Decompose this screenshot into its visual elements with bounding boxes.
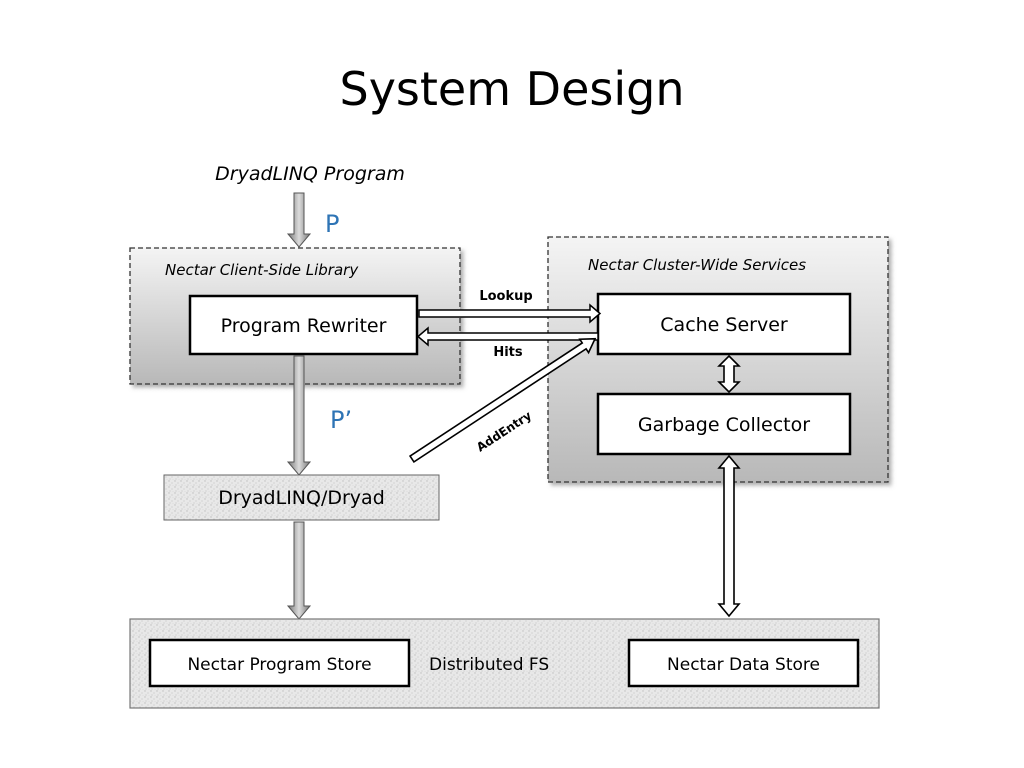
arrow-addentry bbox=[408, 337, 597, 464]
program-rewriter-box bbox=[188, 294, 419, 356]
cache-server-box bbox=[596, 292, 852, 356]
arrow-hits bbox=[416, 326, 599, 347]
dryad-label: DryadLINQ/Dryad bbox=[218, 487, 385, 509]
arrow-dryad-to-storage bbox=[286, 521, 312, 620]
garbage-collector-label: Garbage Collector bbox=[638, 414, 810, 436]
cache-server-label: Cache Server bbox=[660, 314, 788, 336]
dryad-box bbox=[163, 474, 440, 521]
program-store-label: Nectar Program Store bbox=[187, 655, 371, 675]
p-label: P bbox=[325, 210, 339, 238]
garbage-collector-box bbox=[596, 392, 852, 456]
program-store-box bbox=[148, 638, 411, 688]
client-library-title: Nectar Client-Side Library bbox=[165, 261, 359, 279]
data-store-box bbox=[627, 638, 860, 688]
data-store-label: Nectar Data Store bbox=[667, 655, 820, 675]
slide-title: System Design bbox=[339, 62, 685, 116]
lookup-label: Lookup bbox=[479, 289, 532, 304]
program-rewriter-label: Program Rewriter bbox=[221, 315, 387, 337]
cluster-services-title: Nectar Cluster-Wide Services bbox=[588, 256, 806, 274]
dryadlinq-program-label: DryadLINQ Program bbox=[215, 163, 405, 185]
hits-label: Hits bbox=[493, 345, 523, 360]
p-prime-label: P’ bbox=[330, 406, 352, 434]
arrow-rewriter-to-dryad bbox=[286, 355, 312, 476]
distributed-fs-label: Distributed FS bbox=[429, 655, 549, 675]
arrow-cache-gc bbox=[717, 354, 741, 394]
arrow-gc-datastore bbox=[717, 454, 741, 618]
arrow-lookup bbox=[418, 303, 602, 324]
arrow-program-to-client bbox=[286, 192, 312, 248]
